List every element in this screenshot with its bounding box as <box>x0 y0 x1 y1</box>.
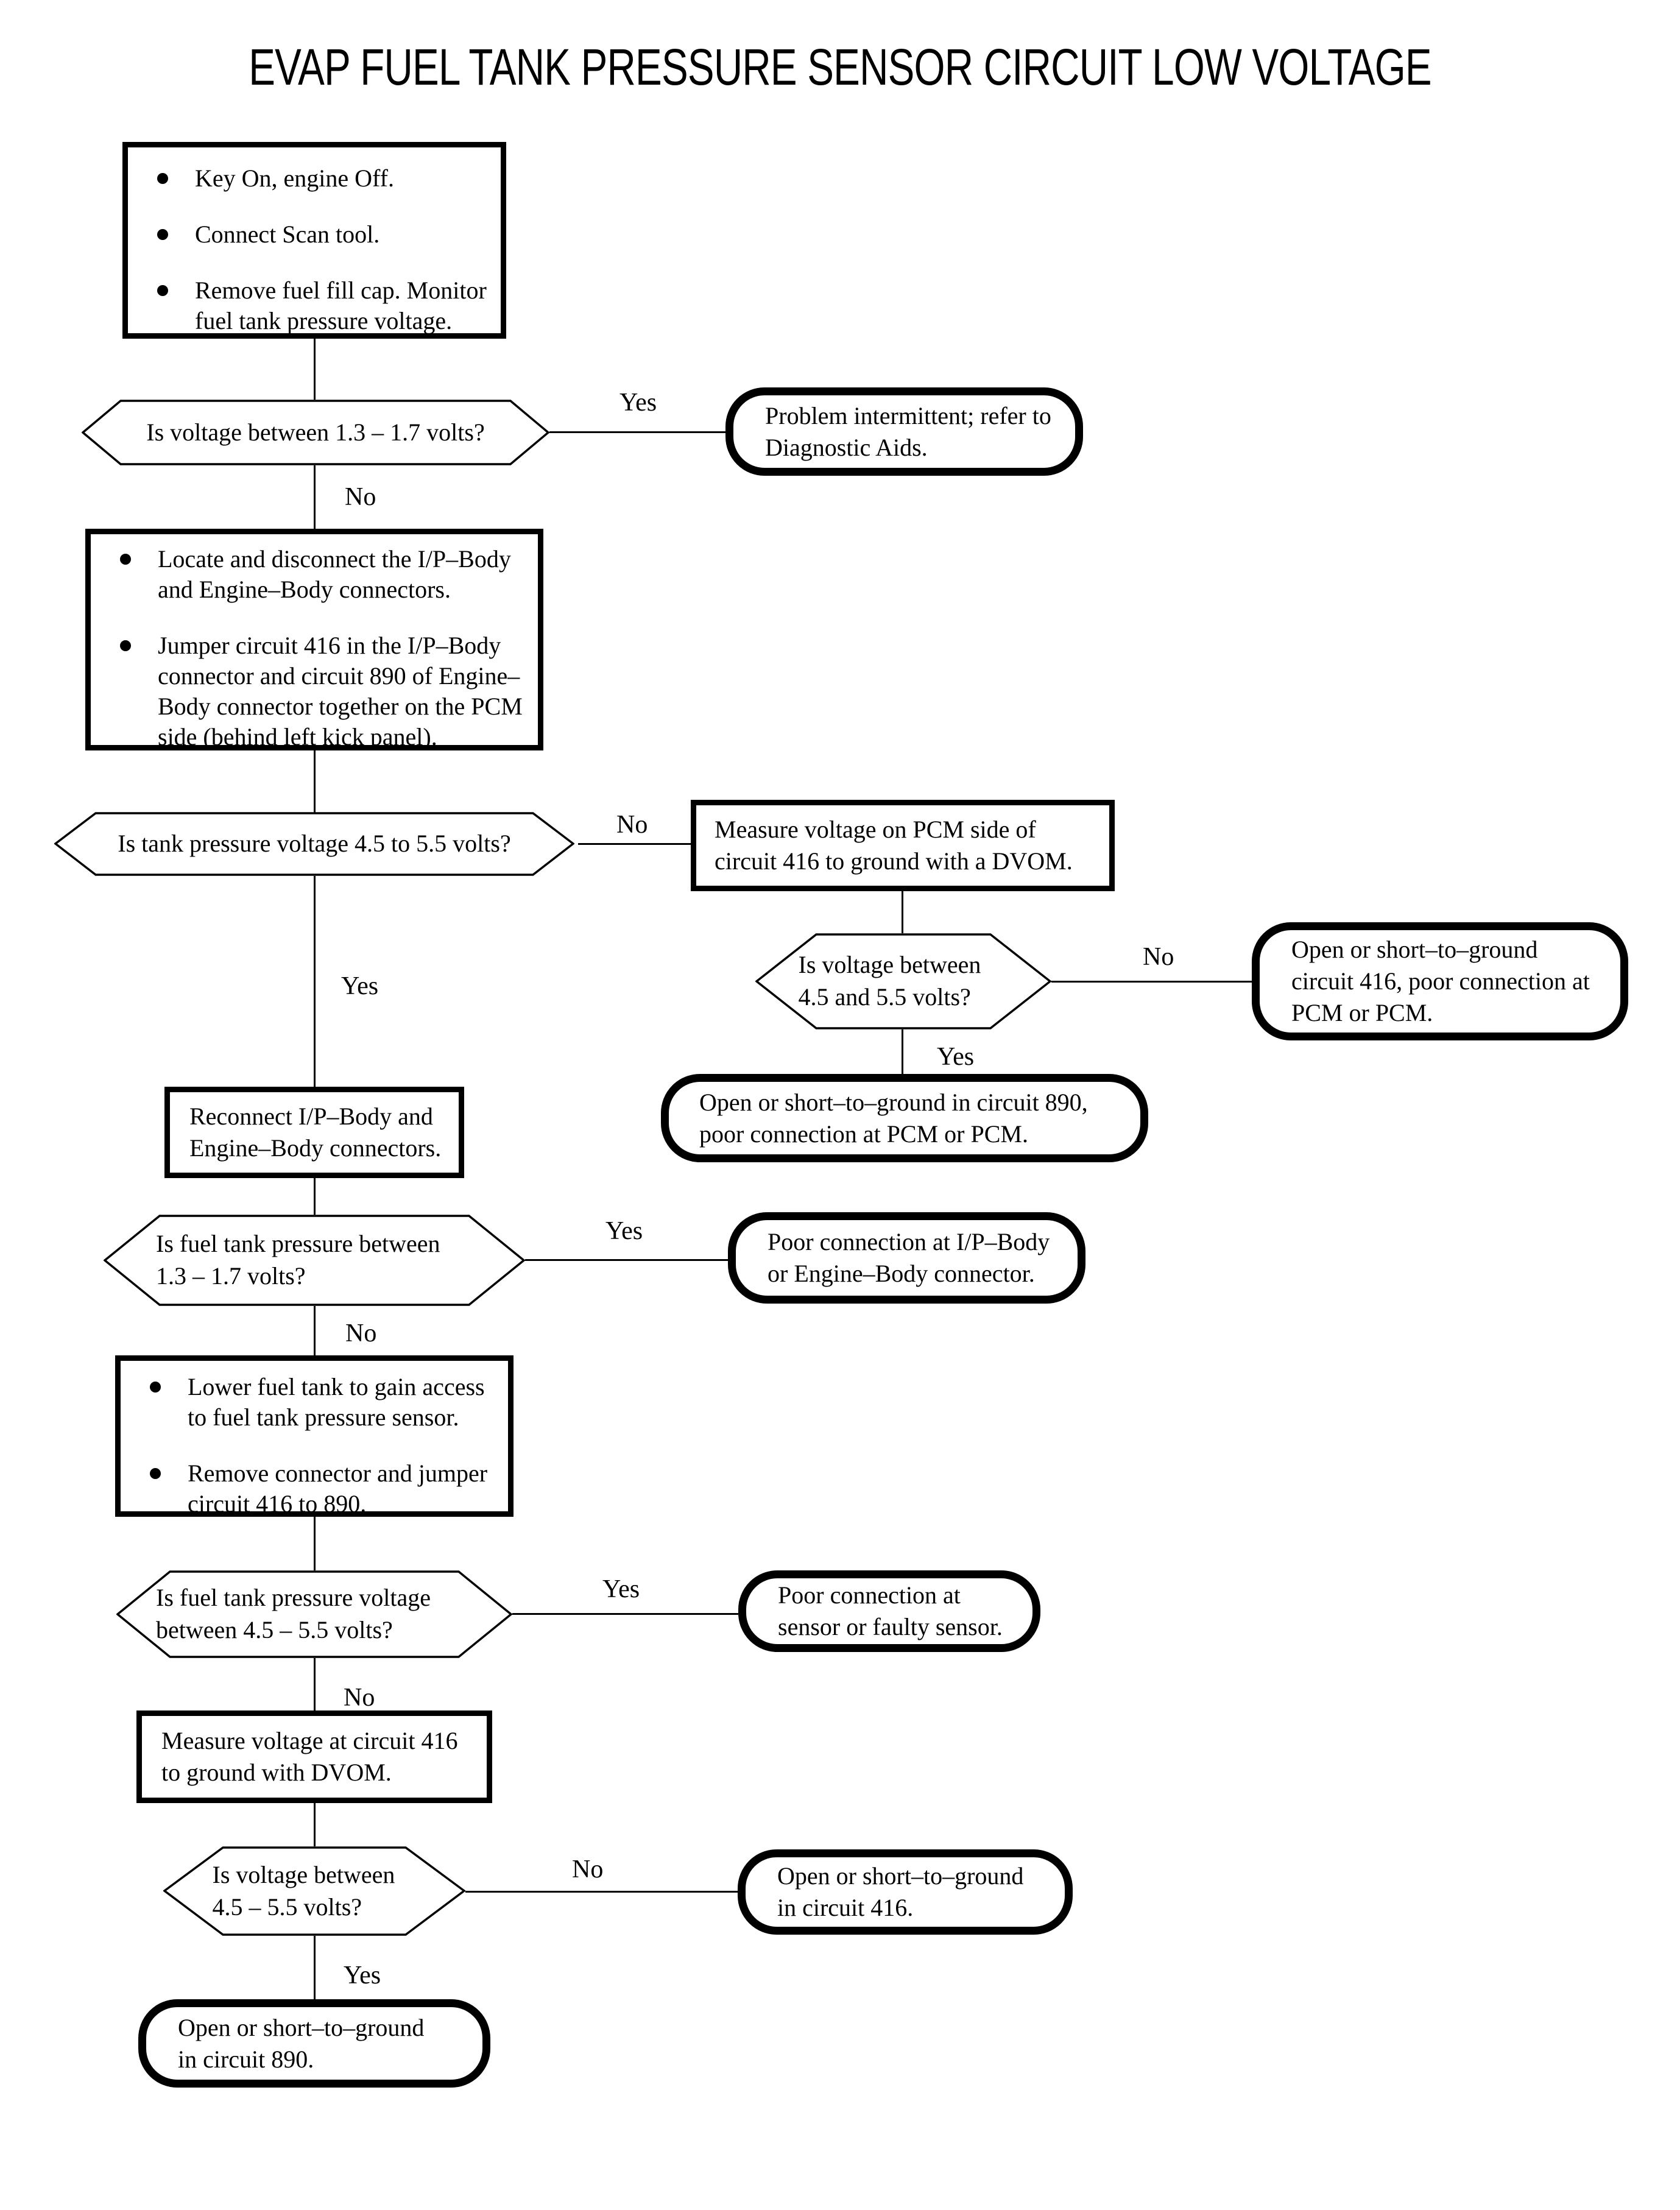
decision-fuel-tank-pressure-4-5-to-5-5: Is fuel tank pressure voltage between 4.… <box>116 1570 512 1658</box>
connector-line <box>314 1803 316 1846</box>
step-box-disconnect-jumper: Locate and disconnect the I/P–Body and E… <box>85 529 543 750</box>
hexagon-shape <box>755 933 1051 1029</box>
connector-line <box>902 1029 903 1074</box>
list-item: Remove connector and jumper circuit 416 … <box>150 1458 501 1519</box>
page-title: EVAP FUEL TANK PRESSURE SENSOR CIRCUIT L… <box>249 38 1431 96</box>
connector-line <box>512 1613 738 1615</box>
list-item: Lower fuel tank to gain access to fuel t… <box>150 1372 501 1433</box>
step-text: Lower fuel tank to gain access to fuel t… <box>188 1373 485 1431</box>
terminal-poor-connection-ip-engine: Poor connection at I/P–Body or Engine–Bo… <box>728 1212 1085 1304</box>
connector-line <box>314 876 316 1087</box>
connector-line <box>314 750 316 815</box>
decision-text: Is tank pressure voltage 4.5 to 5.5 volt… <box>118 830 511 858</box>
connector-line <box>902 891 903 933</box>
step-box-measure-416: Measure voltage at circuit 416 to ground… <box>136 1710 492 1803</box>
connector-line <box>314 1306 316 1355</box>
hexagon-shape <box>116 1570 512 1658</box>
edge-label-no: No <box>341 1685 378 1710</box>
decision-voltage-1-3-to-1-7: Is voltage between 1.3 – 1.7 volts? <box>82 400 549 465</box>
hexagon-shape <box>82 400 549 465</box>
terminal-text: Open or short–to–ground circuit 416, poo… <box>1291 936 1590 1026</box>
step-text: Locate and disconnect the I/P–Body and E… <box>158 545 511 603</box>
decision-text: Is voltage between 4.5 and 5.5 volts? <box>798 951 981 1011</box>
bullet-icon <box>157 285 168 296</box>
step-text: Key On, engine Off. <box>195 164 394 192</box>
terminal-open-short-416-pcm: Open or short–to–ground circuit 416, poo… <box>1252 922 1628 1040</box>
bullet-icon <box>157 229 168 240</box>
terminal-text: Problem intermittent; refer to Diagnosti… <box>765 401 1051 461</box>
connector-line <box>314 339 316 400</box>
list-item: Remove fuel fill cap. Monitor fuel tank … <box>157 275 493 336</box>
decision-text: Is voltage between 4.5 – 5.5 volts? <box>212 1860 395 1921</box>
terminal-text: Open or short–to–ground in circuit 890. <box>178 2013 425 2073</box>
decision-voltage-4-5-to-5-5: Is voltage between 4.5 – 5.5 volts? <box>163 1846 465 1936</box>
step-text: Measure voltage on PCM side of circuit 4… <box>715 816 1073 875</box>
terminal-text: Open or short–to–ground in circuit 416. <box>777 1862 1024 1921</box>
start-step-box: Key On, engine Off. Connect Scan tool. R… <box>122 142 506 339</box>
list-item: Jumper circuit 416 in the I/P–Body conne… <box>120 630 531 752</box>
connector-line <box>314 1178 316 1215</box>
connector-line <box>465 1891 738 1893</box>
list-item: Key On, engine Off. <box>157 163 493 194</box>
edge-label-no: No <box>343 1321 379 1346</box>
connector-line <box>549 431 725 433</box>
decision-voltage-4-5-and-5-5: Is voltage between 4.5 and 5.5 volts? <box>755 933 1051 1029</box>
terminal-problem-intermittent: Problem intermittent; refer to Diagnosti… <box>725 387 1083 476</box>
edge-label-no: No <box>570 1857 606 1882</box>
edge-label-no: No <box>614 812 651 838</box>
step-box-measure-pcm-side: Measure voltage on PCM side of circuit 4… <box>691 800 1115 891</box>
hexagon-shape <box>54 812 574 876</box>
step-text: Remove connector and jumper circuit 416 … <box>188 1460 488 1517</box>
connector-line <box>314 1517 316 1570</box>
edge-label-yes: Yes <box>617 390 660 415</box>
decision-tank-pressure-4-5-to-5-5: Is tank pressure voltage 4.5 to 5.5 volt… <box>54 812 574 876</box>
decision-text: Is fuel tank pressure voltage between 4.… <box>156 1584 431 1643</box>
step-box-lower-tank: Lower fuel tank to gain access to fuel t… <box>115 1355 514 1517</box>
decision-fuel-tank-pressure-1-3-to-1-7: Is fuel tank pressure between 1.3 – 1.7 … <box>104 1215 525 1306</box>
edge-label-no: No <box>342 484 379 510</box>
edge-label-yes: Yes <box>339 973 381 999</box>
connector-line <box>314 1658 316 1710</box>
terminal-text: Poor connection at sensor or faulty sens… <box>778 1581 1003 1640</box>
bullet-icon <box>120 554 131 565</box>
hexagon-shape <box>104 1215 525 1306</box>
bullet-icon <box>150 1468 161 1479</box>
connector-line <box>525 1259 728 1261</box>
step-text: Remove fuel fill cap. Monitor fuel tank … <box>195 277 487 334</box>
bullet-icon <box>120 640 131 651</box>
terminal-open-short-416: Open or short–to–ground in circuit 416. <box>738 1849 1073 1935</box>
decision-text: Is fuel tank pressure between 1.3 – 1.7 … <box>156 1230 440 1290</box>
step-box-reconnect-connectors: Reconnect I/P–Body and Engine–Body conne… <box>164 1087 464 1178</box>
bullet-icon <box>150 1382 161 1393</box>
decision-text: Is voltage between 1.3 – 1.7 volts? <box>146 418 485 446</box>
connector-line <box>1051 981 1252 983</box>
connector-line <box>314 465 316 529</box>
terminal-open-short-890-pcm: Open or short–to–ground in circuit 890, … <box>661 1074 1148 1162</box>
hexagon-shape <box>163 1846 465 1936</box>
terminal-poor-connection-sensor: Poor connection at sensor or faulty sens… <box>738 1570 1040 1652</box>
step-text: Measure voltage at circuit 416 to ground… <box>161 1727 458 1786</box>
terminal-text: Poor connection at I/P–Body or Engine–Bo… <box>768 1228 1050 1287</box>
terminal-open-short-890: Open or short–to–ground in circuit 890. <box>138 1999 490 2088</box>
edge-label-yes: Yes <box>341 1963 384 1988</box>
terminal-text: Open or short–to–ground in circuit 890, … <box>699 1088 1088 1148</box>
edge-label-yes: Yes <box>934 1044 977 1070</box>
step-text: Jumper circuit 416 in the I/P–Body conne… <box>158 632 523 750</box>
connector-line <box>578 843 691 845</box>
step-text: Reconnect I/P–Body and Engine–Body conne… <box>189 1103 442 1162</box>
step-text: Connect Scan tool. <box>195 221 380 248</box>
list-item: Locate and disconnect the I/P–Body and E… <box>120 544 531 605</box>
connector-line <box>314 1936 316 1999</box>
bullet-icon <box>157 173 168 184</box>
edge-label-yes: Yes <box>600 1576 643 1602</box>
edge-label-yes: Yes <box>603 1218 646 1244</box>
edge-label-no: No <box>1140 944 1177 970</box>
list-item: Connect Scan tool. <box>157 219 493 250</box>
